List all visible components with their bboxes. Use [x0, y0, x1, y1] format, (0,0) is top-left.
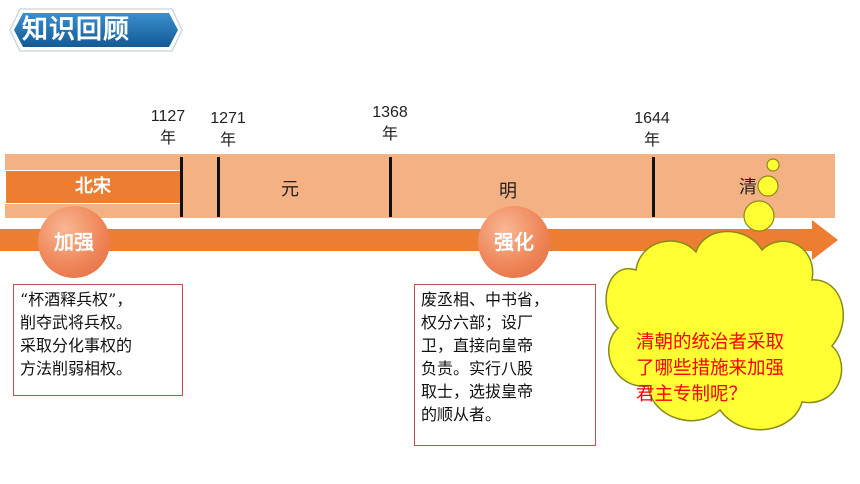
- timeline-arrow-head: [812, 220, 838, 260]
- dynasty-label-ming: 明: [499, 181, 517, 202]
- dynasty-label-beisong: 北宋: [75, 176, 111, 197]
- page-title: 知识回顾: [22, 15, 131, 45]
- title-badge: [9, 8, 183, 52]
- divider-1271: [217, 157, 220, 217]
- divider-1644: [652, 157, 655, 217]
- badge-qianghua: 强化: [478, 206, 550, 278]
- ming-measures-box: 废丞相、中书省， 权分六部；设厂 卫，直接向皇帝 负责。实行八股 取士，选拔皇帝…: [414, 284, 596, 446]
- timeline-arrow-shaft: [0, 229, 815, 251]
- song-measures-box: “杯酒释兵权”， 削夺武将兵权。 采取分化事权的 方法削弱相权。: [13, 284, 183, 396]
- cloud-question-text: 清朝的统治者采取 了哪些措施来加强 君主专制呢？: [636, 332, 785, 405]
- badge-jiaqiang: 加强: [38, 206, 110, 278]
- beisong-segment: [5, 170, 181, 204]
- dynasty-label-qing: 清: [739, 177, 757, 198]
- divider-1127: [180, 157, 183, 217]
- dynasty-label-yuan: 元: [281, 179, 299, 200]
- divider-1368: [389, 157, 392, 217]
- thought-cloud: [605, 158, 845, 431]
